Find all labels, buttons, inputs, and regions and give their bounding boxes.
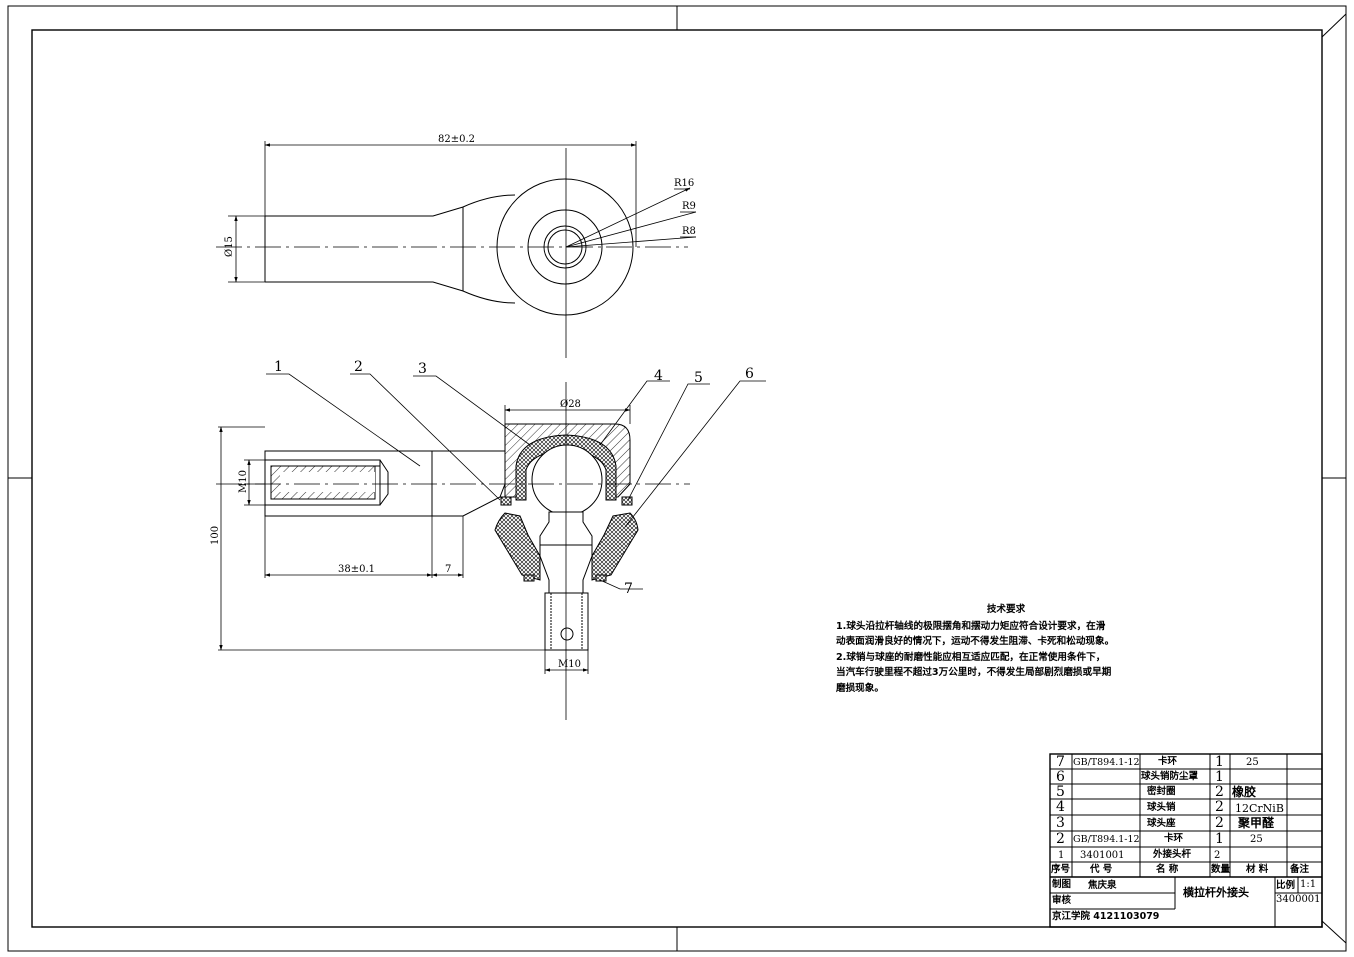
- balloon-5: 5: [694, 370, 703, 386]
- header-name: 名 称: [1156, 864, 1179, 875]
- part-name: 球头销防尘罩: [1141, 771, 1199, 782]
- dim-socket-diameter: Ø28: [560, 399, 581, 410]
- part-balloon-leaders: [266, 373, 766, 590]
- part-qty: 1: [1215, 769, 1224, 785]
- part-name: 卡环: [1164, 833, 1184, 844]
- part-no: 5: [1056, 784, 1065, 800]
- section-dim-labels: Ø28 100 M10 38±0.1 7 M10: [210, 399, 581, 670]
- part-code: GB/T894.1-12: [1073, 834, 1140, 845]
- dim-gap: 7: [445, 564, 451, 575]
- header-no: 序号: [1051, 864, 1071, 875]
- balloon-1: 1: [274, 359, 283, 375]
- dim-overall-length: 82±0.2: [438, 134, 475, 145]
- dim-radius-r16: R16: [674, 178, 694, 189]
- part-qty: 2: [1214, 850, 1221, 861]
- part-name: 卡环: [1158, 756, 1178, 767]
- scale-label: 比例: [1276, 880, 1296, 891]
- part-qty: 2: [1215, 799, 1224, 815]
- part-no: 4: [1056, 799, 1065, 815]
- drawn-label: 制图: [1052, 879, 1072, 890]
- part-qty: 1: [1215, 831, 1224, 847]
- dim-thread-pin: M10: [558, 659, 581, 670]
- section-dimensions: [218, 405, 631, 674]
- checked-label: 审核: [1052, 895, 1072, 906]
- dim-thread-depth: 38±0.1: [338, 564, 375, 575]
- school-id: 京江学院 4121103079: [1052, 911, 1160, 922]
- part-no: 2: [1056, 831, 1065, 847]
- tech-req-title: 技术要求: [986, 604, 1026, 615]
- dim-thread-main: M10: [238, 470, 249, 493]
- balloon-7: 7: [624, 581, 633, 597]
- top-view-labels: 82±0.2 Ø15 R16 R9 R8: [224, 134, 696, 257]
- balloon-2: 2: [354, 359, 363, 375]
- part-code: 3401001: [1080, 850, 1125, 861]
- tech-req-line: 2.球销与球座的耐磨性能应相互适应匹配，在正常使用条件下，: [836, 651, 1106, 663]
- tech-req-line: 当汽车行驶里程不超过3万公里时，不得发生局部剧烈磨损或早期: [836, 667, 1112, 679]
- dim-radius-r8: R8: [682, 226, 696, 237]
- tech-req-line: 磨损现象。: [836, 682, 884, 694]
- part-qty: 2: [1215, 815, 1224, 831]
- part-material: 25: [1246, 757, 1259, 768]
- balloon-4: 4: [654, 368, 663, 384]
- technical-requirements: 技术要求 1.球头沿拉杆轴线的极限摆角和摆动力矩应符合设计要求，在滑 动表面润滑…: [836, 602, 1176, 697]
- part-qty: 1: [1215, 754, 1224, 770]
- part-code: GB/T894.1-12: [1073, 757, 1140, 768]
- top-view: [216, 141, 697, 358]
- part-no: 3: [1056, 815, 1065, 831]
- title-block-grid: [1049, 753, 1323, 928]
- header-material: 材 料: [1246, 864, 1269, 875]
- balloon-3: 3: [418, 361, 427, 377]
- drawing-number: 3400001: [1276, 894, 1321, 905]
- part-no: 1: [1058, 850, 1065, 861]
- tech-req-line: 动表面润滑良好的情况下，运动不得发生阻滞、卡死和松动现象。: [836, 636, 1115, 648]
- part-balloons: 1 2 3 4 5 6 7: [274, 359, 754, 597]
- scale-value: 1:1: [1300, 879, 1317, 890]
- part-name: 球头销: [1147, 802, 1176, 813]
- part-material: 橡胶: [1232, 785, 1257, 799]
- drawing-title: 横拉杆外接头: [1183, 886, 1249, 899]
- section-view: [216, 382, 690, 720]
- part-no: 7: [1056, 754, 1065, 770]
- balloon-6: 6: [745, 366, 754, 382]
- dim-radius-r9: R9: [682, 201, 696, 212]
- part-material: 聚甲醛: [1238, 816, 1275, 830]
- part-qty: 2: [1215, 784, 1224, 800]
- part-name: 密封圈: [1147, 786, 1176, 797]
- header-note: 备注: [1290, 864, 1310, 875]
- part-no: 6: [1056, 769, 1065, 785]
- header-qty: 数量: [1211, 864, 1231, 875]
- part-material: 25: [1250, 834, 1263, 845]
- drawn-by: 焦庆泉: [1088, 880, 1117, 891]
- dim-rod-diameter: Ø15: [224, 236, 235, 257]
- part-name: 外接头杆: [1153, 849, 1192, 860]
- dim-height: 100: [210, 526, 221, 545]
- tech-req-line: 1.球头沿拉杆轴线的极限摆角和摆动力矩应符合设计要求，在滑: [836, 620, 1106, 632]
- part-material: 12CrNiB: [1235, 802, 1284, 815]
- sheet-frame: [7, 5, 1347, 952]
- header-code: 代 号: [1090, 864, 1113, 875]
- part-name: 球头座: [1147, 818, 1176, 829]
